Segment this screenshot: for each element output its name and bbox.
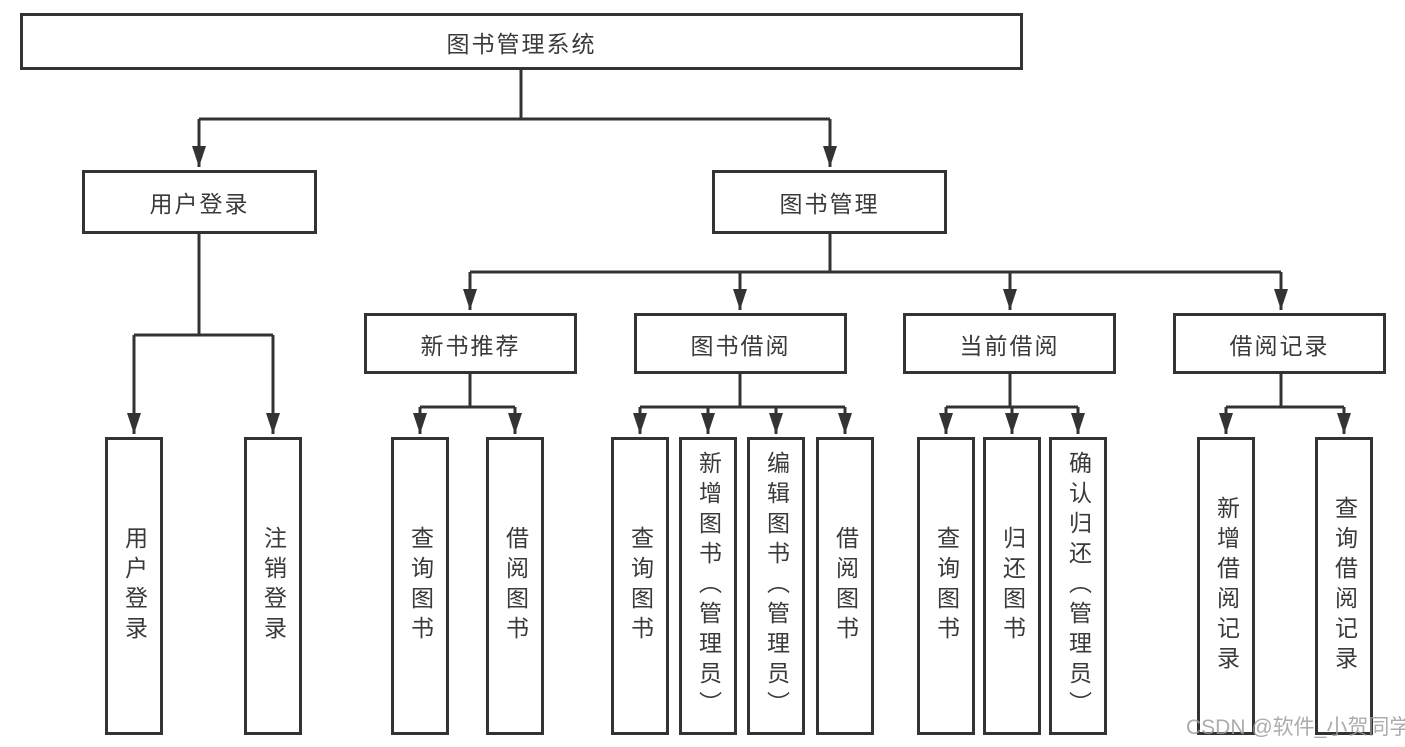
leaf-borrow-books-borrowing-label: 借阅图书 — [832, 526, 859, 646]
leaf-confirm-return-admin: 确认归还（管理员） — [1049, 437, 1107, 735]
leaf-borrow-books-recommend: 借阅图书 — [486, 437, 544, 735]
leaf-add-borrow-record-label: 新增借阅记录 — [1213, 496, 1240, 676]
node-user-login: 用户登录 — [82, 170, 317, 234]
leaf-borrow-books-borrowing: 借阅图书 — [816, 437, 874, 735]
leaf-query-borrow-record: 查询借阅记录 — [1315, 437, 1373, 735]
node-book-management-label: 图书管理 — [779, 191, 880, 217]
leaf-edit-book-admin-label: 编辑图书（管理员） — [763, 451, 790, 721]
csdn-watermark: CSDN @软件_小贺同学 — [1186, 716, 1405, 739]
leaf-user-login-label: 用户登录 — [121, 526, 148, 646]
leaf-return-books: 归还图书 — [983, 437, 1041, 735]
node-book-management: 图书管理 — [712, 170, 947, 234]
node-borrowing-records-label: 借阅记录 — [1229, 332, 1330, 359]
leaf-add-borrow-record: 新增借阅记录 — [1197, 437, 1255, 735]
node-borrowing-records: 借阅记录 — [1173, 313, 1386, 374]
leaf-query-borrow-record-label: 查询借阅记录 — [1331, 496, 1358, 676]
leaf-query-books-borrowing: 查询图书 — [611, 437, 669, 735]
leaf-logout-label: 注销登录 — [260, 526, 287, 646]
leaf-query-books-current: 查询图书 — [917, 437, 975, 735]
leaf-logout: 注销登录 — [244, 437, 302, 735]
node-current-borrowing: 当前借阅 — [903, 313, 1116, 374]
leaf-query-books-borrowing-label: 查询图书 — [627, 526, 654, 646]
node-current-borrowing-label: 当前借阅 — [959, 332, 1060, 359]
node-new-book-recommendation: 新书推荐 — [364, 313, 577, 374]
leaf-edit-book-admin: 编辑图书（管理员） — [747, 437, 805, 735]
node-book-borrowing-label: 图书借阅 — [690, 332, 791, 359]
leaf-query-books-current-label: 查询图书 — [933, 526, 960, 646]
leaf-return-books-label: 归还图书 — [999, 526, 1026, 646]
node-library-management-system: 图书管理系统 — [20, 13, 1023, 70]
leaf-query-books-recommend-label: 查询图书 — [407, 526, 434, 646]
leaf-query-books-recommend: 查询图书 — [391, 437, 449, 735]
node-user-login-label: 用户登录 — [149, 191, 250, 217]
node-library-management-system-label: 图书管理系统 — [446, 30, 597, 57]
leaf-confirm-return-admin-label: 确认归还（管理员） — [1065, 451, 1092, 721]
leaf-user-login: 用户登录 — [105, 437, 163, 735]
leaf-add-book-admin: 新增图书（管理员） — [679, 437, 737, 735]
node-new-book-recommendation-label: 新书推荐 — [420, 332, 521, 359]
leaf-borrow-books-recommend-label: 借阅图书 — [502, 526, 529, 646]
node-book-borrowing: 图书借阅 — [634, 313, 847, 374]
leaf-add-book-admin-label: 新增图书（管理员） — [695, 451, 722, 721]
